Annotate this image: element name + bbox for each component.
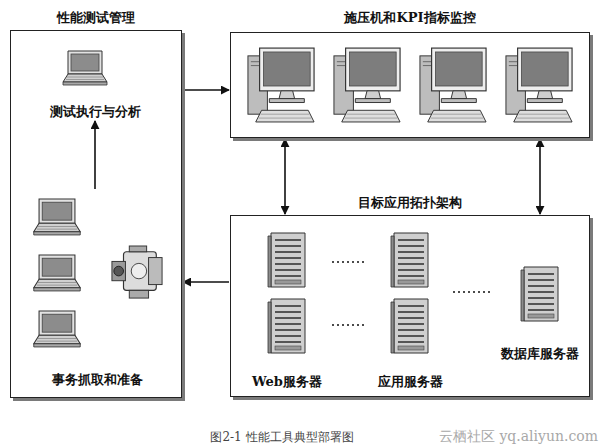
panel-heading: 性能测试管理 (10, 10, 182, 26)
panel-box: 目标应用拓扑架构 Web服务器 应用服务器 数据库服务器 (230, 195, 590, 397)
server-group: Web服务器 (243, 228, 331, 390)
watermark: 云栖社区 yq.aliyun.com (439, 428, 598, 446)
server-group: 应用服务器 (368, 228, 452, 390)
server-icons (268, 233, 558, 353)
dotted-link (332, 261, 367, 263)
node-label: 应用服务器 (368, 374, 452, 390)
laptop-icons (34, 51, 107, 347)
panel-frame (10, 30, 182, 398)
arrow-connector (539, 139, 541, 214)
panel-box: 施压机和KPI指标监控 (230, 10, 590, 138)
dotted-link (453, 291, 491, 293)
panel-box: 性能测试管理测试执行与分析事务抓取和准备 (10, 10, 182, 398)
arrow-connector (94, 121, 96, 189)
icon-group: 事务抓取和准备 (22, 190, 172, 388)
node-label: 数据库服务器 (492, 346, 588, 362)
server-group: 数据库服务器 (492, 262, 588, 362)
panel-heading: 施压机和KPI指标监控 (230, 10, 590, 26)
computer-icons (248, 48, 572, 122)
arrow-connector (183, 281, 229, 283)
panel-heading: 目标应用拓扑架构 (230, 195, 590, 211)
icon-group: 测试执行与分析 (30, 45, 160, 120)
panel-frame (230, 32, 590, 138)
panel-frame (230, 215, 590, 397)
node-label: 测试执行与分析 (30, 104, 160, 120)
camera-icon (112, 246, 162, 298)
node-label: Web服务器 (243, 374, 331, 390)
arrow-connector (183, 89, 229, 91)
node-label: 事务抓取和准备 (22, 372, 172, 388)
arrow-connector (284, 139, 286, 214)
dotted-link (332, 324, 367, 326)
